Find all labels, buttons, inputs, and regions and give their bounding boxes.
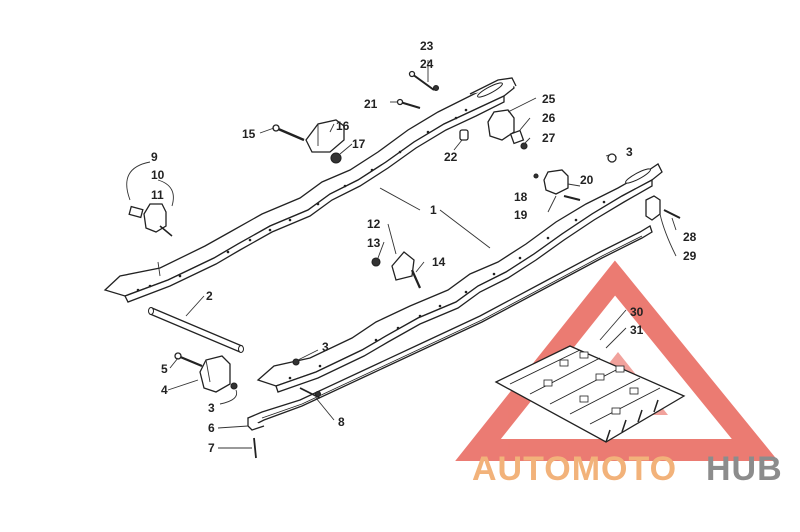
callout-13: 13 <box>367 236 381 250</box>
callout-30: 30 <box>630 305 644 319</box>
stopper-block-10 <box>128 203 167 233</box>
callout-16: 16 <box>336 119 350 133</box>
callout-10: 10 <box>151 168 165 182</box>
bumper-block-16 <box>305 119 345 153</box>
bolt-28 <box>663 209 681 219</box>
callout-15: 15 <box>242 127 256 141</box>
rivet-8 <box>299 387 322 399</box>
watermark-brand-part2: HUB <box>706 450 783 488</box>
watermark-logo: AUTOMOTO HUB <box>472 450 783 488</box>
bolt-14 <box>410 269 422 289</box>
callout-19: 19 <box>514 208 528 222</box>
washer-24 <box>432 84 440 92</box>
bumper-19 <box>543 169 569 195</box>
callout-5: 5 <box>161 362 168 376</box>
callout-12: 12 <box>367 217 381 231</box>
callout-26: 26 <box>542 111 556 125</box>
callout-4: 4 <box>161 383 168 397</box>
bolt-5 <box>174 352 203 368</box>
callout-20: 20 <box>580 173 594 187</box>
wear-strip <box>247 225 653 431</box>
left-slide-rail <box>103 77 517 303</box>
nut-18 <box>533 173 539 179</box>
callout-29: 29 <box>683 249 697 263</box>
bolt-23 <box>408 70 435 91</box>
bumper-block-4 <box>199 355 231 393</box>
callout-9: 9 <box>151 150 158 164</box>
nut-27 <box>520 142 528 150</box>
callout-25: 25 <box>542 92 556 106</box>
callout-14: 14 <box>432 255 446 269</box>
bumper-block-25 <box>487 109 515 141</box>
callout-1: 1 <box>430 203 437 217</box>
callout-18: 18 <box>514 190 528 204</box>
cross-shaft <box>148 307 244 353</box>
screw-7 <box>253 437 257 459</box>
bracket-12 <box>391 251 415 281</box>
callout-28: 28 <box>683 230 697 244</box>
bolt-21 <box>396 98 421 109</box>
nut-3-mid <box>292 358 300 366</box>
callout-3-left: 3 <box>208 401 215 415</box>
callout-7: 7 <box>208 441 215 455</box>
spacer-26 <box>509 129 525 145</box>
leader-lines <box>126 60 677 449</box>
callout-2: 2 <box>206 289 213 303</box>
callout-3-top: 3 <box>626 145 633 159</box>
callout-labels: 23 24 21 25 26 27 15 16 17 22 9 10 11 1 … <box>151 39 697 455</box>
callout-11: 11 <box>151 188 164 202</box>
callout-23: 23 <box>420 39 434 53</box>
callout-24: 24 <box>420 57 434 71</box>
callout-17: 17 <box>352 137 366 151</box>
spacer-22 <box>459 129 469 141</box>
track-section <box>494 345 686 443</box>
callout-3-mid: 3 <box>322 340 329 354</box>
bolt-15 <box>272 124 305 142</box>
callout-31: 31 <box>630 323 644 337</box>
callout-6: 6 <box>208 421 215 435</box>
watermark-brand-part1: AUTOMOTO <box>472 450 677 488</box>
bolt-20 <box>563 195 581 201</box>
nut-17 <box>330 152 342 164</box>
callout-21: 21 <box>364 97 378 111</box>
nut-3-left <box>230 382 238 390</box>
callout-22: 22 <box>444 150 458 164</box>
right-slide-rail <box>256 163 663 393</box>
callout-27: 27 <box>542 131 556 145</box>
end-cap-29 <box>645 195 661 221</box>
nut-13 <box>371 257 381 267</box>
bolt-11 <box>159 225 173 237</box>
callout-8: 8 <box>338 415 345 429</box>
